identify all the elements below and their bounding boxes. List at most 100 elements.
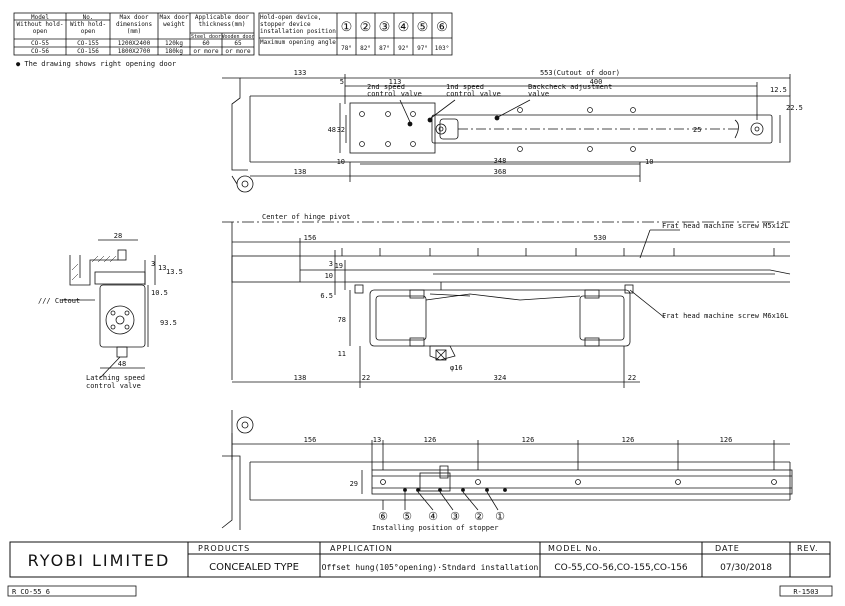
spec-r2-steel: or more xyxy=(193,48,219,55)
rev-header: REV. xyxy=(797,544,819,553)
spec-r2-wood: or more xyxy=(225,48,251,55)
top-dim-48: 48 xyxy=(328,126,336,134)
products-header: PRODUCTS xyxy=(198,544,250,553)
top-dim-113: 113 xyxy=(389,78,402,86)
bot-dim-126b: 126 xyxy=(522,436,535,444)
angle-h-angle: Maximum opening angle xyxy=(260,39,336,46)
products-value: CONCEALED TYPE xyxy=(209,562,299,573)
front-view xyxy=(222,221,791,388)
angle-h-position: Hold-open device, stopper device install… xyxy=(260,14,336,35)
spec-r2-weight: 180kg xyxy=(165,48,183,55)
pos-2: ② xyxy=(360,20,372,35)
spec-r2-with: CO-156 xyxy=(77,48,99,55)
top-dim-12-5: 12.5 xyxy=(770,86,787,94)
spec-h-no: No. xyxy=(83,14,94,21)
sec-dim-28: 28 xyxy=(114,232,122,240)
angle-4: 92° xyxy=(398,45,409,52)
top-dim-368: 368 xyxy=(494,168,507,176)
front-dim-530: 530 xyxy=(594,234,607,242)
stopper-marker-2: ② xyxy=(474,510,484,523)
angle-5: 97° xyxy=(417,45,428,52)
stopper-marker-6: ⑥ xyxy=(378,510,388,523)
angle-table xyxy=(258,12,453,56)
stopper-marker-1: ① xyxy=(495,510,505,523)
front-dim-324: 324 xyxy=(494,374,507,382)
footer-left-code: R_CO-55_6 xyxy=(12,588,50,596)
spec-r1-wood: 65 xyxy=(234,40,242,47)
spec-h-weight: Max door weight xyxy=(160,14,189,28)
pos-3: ③ xyxy=(379,20,391,35)
label-2nd-speed-valve: 2nd speed control valve xyxy=(367,84,422,98)
spec-r2-dim: 1800X2700 xyxy=(118,48,151,55)
company-name: RYOBI LIMITED xyxy=(28,551,171,570)
top-dim-400: 400 xyxy=(590,78,603,86)
sec-dim-10-5: 10.5 xyxy=(151,289,168,297)
stopper-marker-5: ⑤ xyxy=(402,510,412,523)
section-hatch xyxy=(71,255,117,281)
angle-3: 87° xyxy=(379,45,390,52)
top-dim-25: 25 xyxy=(693,126,701,134)
front-dim-19: 19 xyxy=(335,262,343,270)
application-header: APPLICATION xyxy=(330,544,393,553)
front-dim-78: 78 xyxy=(338,316,346,324)
pos-4: ④ xyxy=(398,20,410,35)
pos-5: ⑤ xyxy=(417,20,429,35)
spec-r2-without: CO-56 xyxy=(31,48,49,55)
date-header: DATE xyxy=(715,544,740,553)
spec-r1-steel: 60 xyxy=(202,40,210,47)
center-of-hinge-pivot-label: Center of hinge pivot xyxy=(262,213,351,221)
spec-h-without: Without hold-open xyxy=(17,21,64,35)
front-dim-22b: 22 xyxy=(628,374,636,382)
front-dim-138: 138 xyxy=(294,374,307,382)
sec-dim-48: 48 xyxy=(118,360,126,368)
bot-dim-126d: 126 xyxy=(720,436,733,444)
spec-r1-dim: 1200X2400 xyxy=(118,40,151,47)
angle-2: 82° xyxy=(360,45,371,52)
model-header: MODEL No. xyxy=(548,544,602,553)
top-dim-133: 133 xyxy=(294,69,307,77)
spec-table xyxy=(13,12,255,56)
label-1st-speed-valve: 1nd speed control valve xyxy=(446,84,501,98)
angle-1: 78° xyxy=(341,45,352,52)
pos-1: ① xyxy=(341,20,353,35)
spec-h-with: With hold-open xyxy=(70,21,106,35)
screw-m6-label: Frat head machine screw M6x16L xyxy=(662,312,788,320)
latching-valve-label: Latching speed control valve xyxy=(86,374,145,390)
top-dim-10a: 10 xyxy=(337,158,345,166)
top-dim-22-5: 22.5 xyxy=(786,104,803,112)
date-value: 07/30/2018 xyxy=(720,563,772,573)
front-dim-10: 10 xyxy=(325,272,333,280)
sec-dim-13: 13 xyxy=(158,264,166,272)
spec-h-wood: Wooden door xyxy=(221,34,254,40)
front-dim-156: 156 xyxy=(304,234,317,242)
bot-dim-29: 29 xyxy=(350,480,358,488)
spec-h-dim: Max door dimensions (mm) xyxy=(116,14,152,35)
spec-r1-without: CO-55 xyxy=(31,40,49,47)
screw-m5-label: Frat head machine screw M5x12L xyxy=(662,222,788,230)
top-dim-348: 348 xyxy=(494,157,507,165)
spec-h-model: Model xyxy=(31,14,49,21)
stopper-position-label: Installing position of stopper xyxy=(372,524,498,532)
spec-r1-weight: 120kg xyxy=(165,40,183,47)
front-dim-3: 3 xyxy=(329,260,333,268)
spec-h-thick: Applicable door thickness(mm) xyxy=(195,14,249,28)
footer xyxy=(7,585,833,597)
sec-dim-93-5: 93.5 xyxy=(160,319,177,327)
top-view xyxy=(222,74,791,193)
top-dim-32: 32 xyxy=(337,126,345,134)
bottom-view xyxy=(221,410,793,530)
cutout-label: /// Cutout xyxy=(38,297,80,305)
top-dim-5: 5 xyxy=(340,78,344,86)
title-block xyxy=(9,541,831,578)
pos-6: ⑥ xyxy=(436,20,448,35)
angle-6: 103° xyxy=(435,45,449,52)
front-dim-6-5: 6.5 xyxy=(320,292,333,300)
top-dim-10b: 10 xyxy=(645,158,653,166)
spec-h-steel: Steel door xyxy=(191,34,221,40)
stopper-marker-3: ③ xyxy=(450,510,460,523)
section-view xyxy=(60,239,156,379)
stopper-marker-4: ④ xyxy=(428,510,438,523)
bot-dim-13: 13 xyxy=(373,436,381,444)
bot-dim-126a: 126 xyxy=(424,436,437,444)
